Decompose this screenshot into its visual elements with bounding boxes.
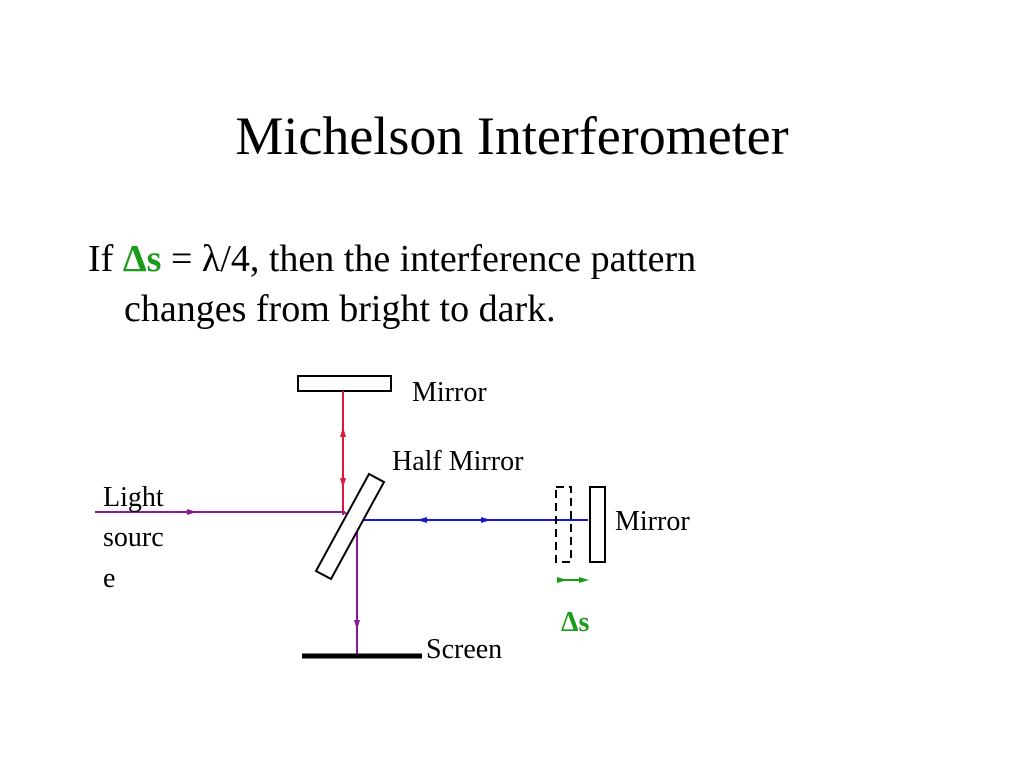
screen-label: Screen — [426, 634, 503, 665]
bullet-equals-text: = λ/4, then the interference pattern — [161, 238, 697, 280]
light-source-label-line1: Light — [103, 482, 164, 513]
right-mirror-label: Mirror — [615, 506, 690, 537]
slide-title: Michelson Interferometer — [235, 106, 789, 166]
top-mirror — [297, 375, 392, 392]
bullet-if: If — [88, 238, 123, 280]
bullet-delta-s: Δs — [122, 238, 162, 280]
mirror-original-position — [555, 486, 572, 563]
bullet-text: If Δs = λ/4, then the interference patte… — [88, 234, 948, 334]
delta-s-label: Δs — [561, 607, 590, 638]
light-source-label-line3: e — [103, 563, 116, 594]
bullet-line2: changes from bright to dark. — [124, 288, 556, 330]
top-mirror-label: Mirror — [412, 377, 487, 408]
right-mirror — [589, 486, 606, 563]
half-mirror — [314, 472, 386, 581]
light-source-label-line2: sourc — [103, 522, 164, 553]
half-mirror-label: Half Mirror — [392, 446, 524, 477]
